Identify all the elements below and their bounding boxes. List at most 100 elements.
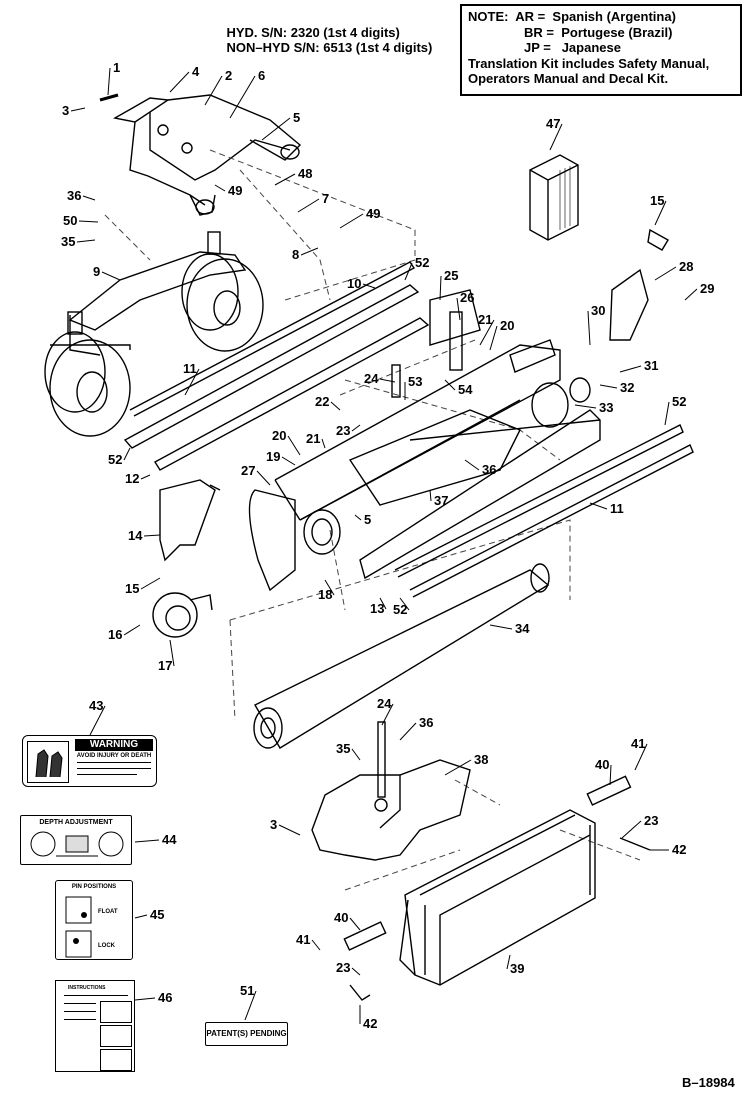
note-box: NOTE: AR = Spanish (Argentina) BR = Port… xyxy=(460,4,742,96)
callout-leader xyxy=(281,456,296,466)
callout-42: 42 xyxy=(363,1016,377,1031)
pin-lock-label: LOCK xyxy=(98,943,115,949)
callout-leader xyxy=(297,198,320,213)
callout-leader xyxy=(89,705,106,736)
callout-leader xyxy=(300,247,319,256)
callout-44: 44 xyxy=(162,832,177,847)
callout-36: 36 xyxy=(419,715,433,730)
callout-leader xyxy=(362,283,376,289)
hyd-serial: HYD. S/N: 2320 (1st 4 digits) xyxy=(212,10,400,55)
callout-26: 26 xyxy=(460,290,474,305)
kit-box xyxy=(529,154,579,241)
callout-leader xyxy=(134,997,156,1001)
callout-24: 24 xyxy=(364,371,379,386)
hyd-serial-value: 2320 (1st 4 digits) xyxy=(290,25,400,40)
callout-41: 41 xyxy=(296,932,310,947)
blade-strips xyxy=(123,261,694,598)
callout-30: 30 xyxy=(591,303,605,318)
callout-21: 21 xyxy=(478,312,492,327)
callout-leader xyxy=(349,917,361,931)
callout-leader xyxy=(379,597,387,610)
callout-leader xyxy=(621,820,642,839)
callout-10: 10 xyxy=(347,276,361,291)
callout-leader xyxy=(184,368,200,396)
callout-35: 35 xyxy=(61,234,75,249)
hyd-serial-label: HYD. S/N: xyxy=(226,25,288,40)
callout-3: 3 xyxy=(270,817,277,832)
callout-leader xyxy=(101,271,121,281)
assembly-lines xyxy=(104,149,641,891)
warning-figure-icon xyxy=(27,741,69,783)
callout-leader xyxy=(134,839,160,843)
callout-leader xyxy=(479,319,495,346)
callout-38: 38 xyxy=(474,752,488,767)
warning-title: WARNING xyxy=(75,739,153,751)
callout-15: 15 xyxy=(650,193,664,208)
callout-leader xyxy=(444,379,456,391)
mounting-plate xyxy=(343,775,651,1001)
callout-leader xyxy=(489,624,513,630)
callout-leader xyxy=(456,297,461,321)
callout-46: 46 xyxy=(158,990,172,1005)
callout-leader xyxy=(404,262,413,281)
callout-13: 13 xyxy=(370,601,384,616)
callout-52: 52 xyxy=(393,602,407,617)
callout-9: 9 xyxy=(93,264,100,279)
callout-34: 34 xyxy=(515,621,530,636)
callout-leader xyxy=(654,266,677,281)
callout-40: 40 xyxy=(595,757,609,772)
callout-leader xyxy=(261,117,291,141)
callout-37: 37 xyxy=(434,493,448,508)
callout-leader xyxy=(619,365,642,373)
callout-42: 42 xyxy=(672,842,686,857)
callout-43: 43 xyxy=(89,698,103,713)
callout-leader xyxy=(351,424,361,432)
callout-leader xyxy=(123,447,131,461)
callout-8: 8 xyxy=(292,247,299,262)
warning-decal: WARNING AVOID INJURY OR DEATH xyxy=(22,735,157,787)
callout-24: 24 xyxy=(377,696,392,711)
callout-52: 52 xyxy=(108,452,122,467)
note-line-br: BR = Portugese (Brazil) xyxy=(524,24,673,40)
callout-23: 23 xyxy=(336,960,350,975)
patent-decal: PATENT(S) PENDING xyxy=(205,1022,288,1046)
callout-15: 15 xyxy=(125,581,139,596)
warning-line: AVOID INJURY OR DEATH xyxy=(76,753,152,759)
depth-adjustment-decal: DEPTH ADJUSTMENT xyxy=(20,815,132,865)
cover-and-motor xyxy=(152,479,221,638)
callout-leader xyxy=(684,288,698,301)
callout-31: 31 xyxy=(644,358,658,373)
callout-leader xyxy=(444,759,472,776)
callout-35: 35 xyxy=(336,741,350,756)
callout-6: 6 xyxy=(258,68,265,83)
callout-5: 5 xyxy=(364,512,371,527)
depth-title: DEPTH ADJUSTMENT xyxy=(39,819,113,826)
callout-52: 52 xyxy=(672,394,686,409)
callout-leader xyxy=(439,275,442,301)
cylinder xyxy=(253,563,550,749)
callout-2: 2 xyxy=(225,68,232,83)
callout-25: 25 xyxy=(444,268,458,283)
instructions-decal: INSTRUCTIONS xyxy=(55,980,135,1072)
callout-23: 23 xyxy=(644,813,658,828)
callout-36: 36 xyxy=(482,462,496,477)
bracket-38 xyxy=(311,721,471,861)
callout-leader xyxy=(351,748,361,761)
callout-27: 27 xyxy=(241,463,255,478)
callout-48: 48 xyxy=(298,166,312,181)
callout-leader xyxy=(634,743,648,771)
callout-11: 11 xyxy=(183,361,197,376)
callout-leader xyxy=(278,824,301,836)
instructions-title: INSTRUCTIONS xyxy=(68,985,106,991)
callout-leader xyxy=(134,914,148,919)
callout-leader xyxy=(70,107,86,112)
callout-40: 40 xyxy=(334,910,348,925)
callout-leader xyxy=(274,173,296,186)
callout-39: 39 xyxy=(510,961,524,976)
callout-49: 49 xyxy=(228,183,242,198)
callout-45: 45 xyxy=(150,907,164,922)
callout-52: 52 xyxy=(415,255,429,270)
callout-36: 36 xyxy=(67,188,81,203)
callout-leader xyxy=(143,534,161,537)
callout-leader xyxy=(256,470,271,486)
